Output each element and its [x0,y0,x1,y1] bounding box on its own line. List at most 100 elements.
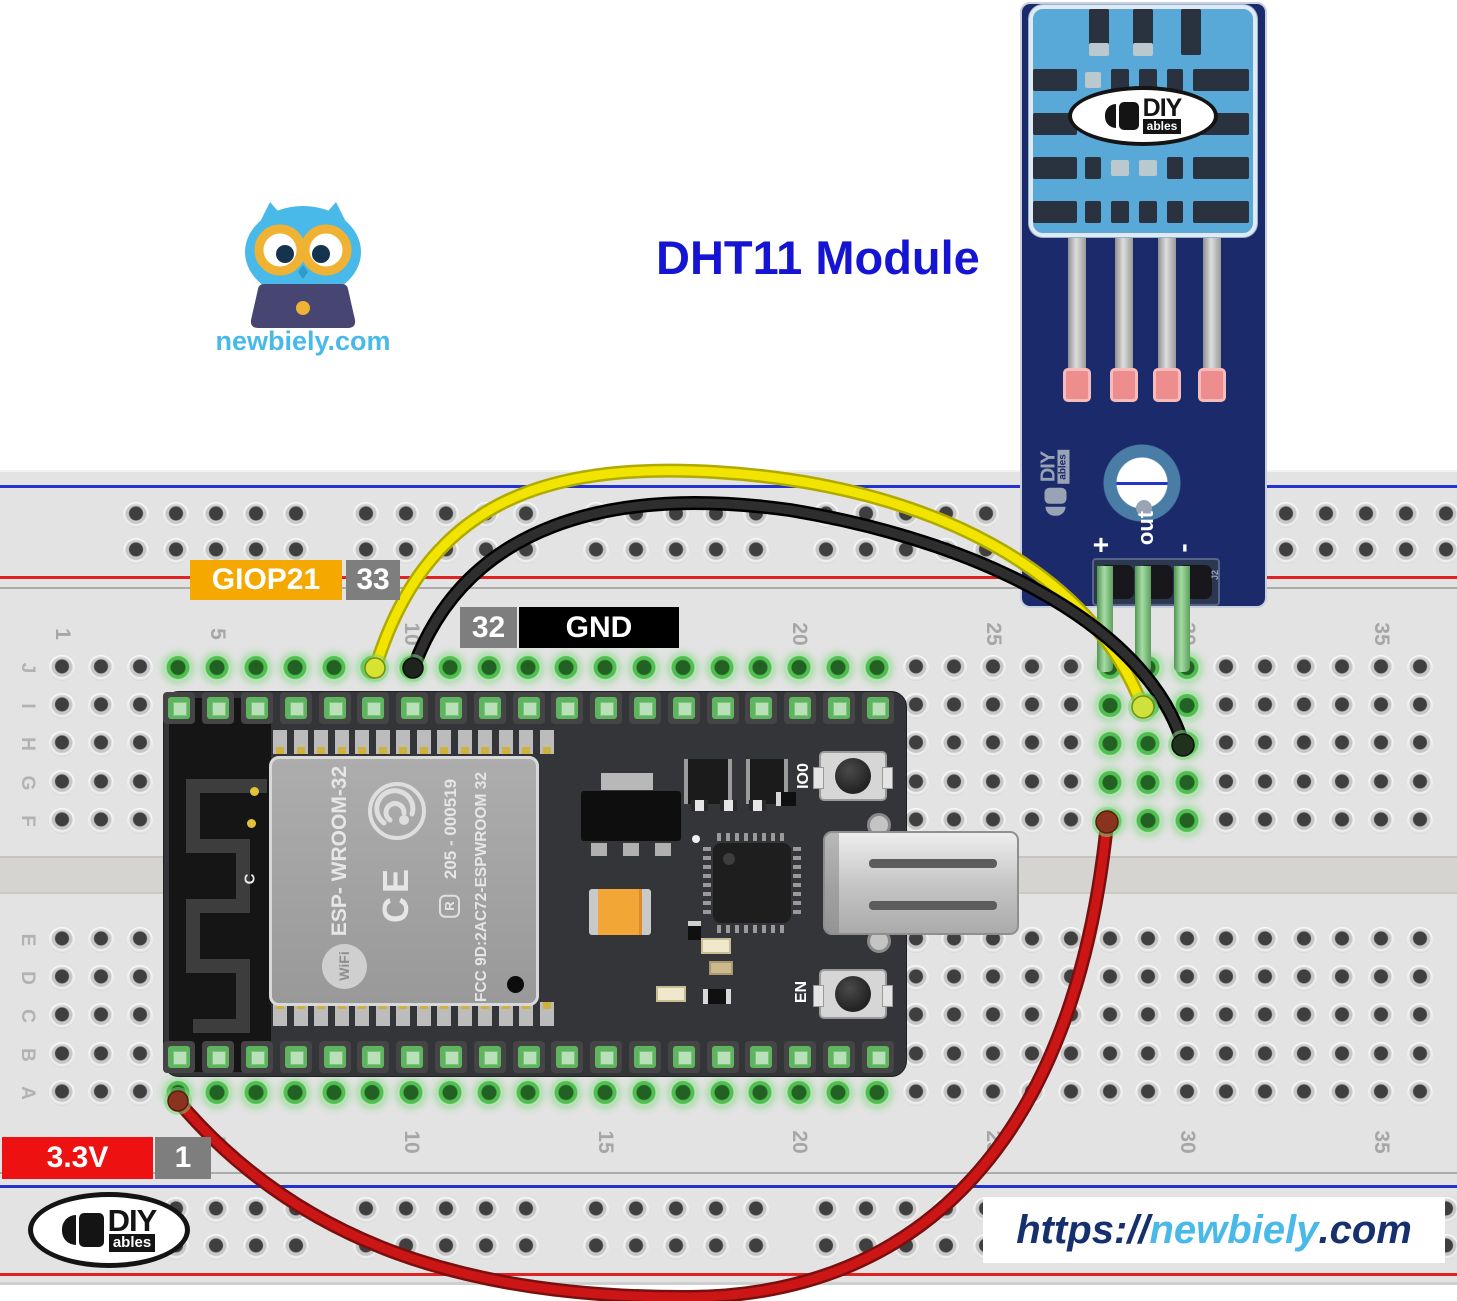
breadboard-hole [393,1234,419,1260]
breadboard-hole [902,1080,929,1106]
url-suffix: .com [1318,1207,1412,1252]
breadboard-hole [941,655,968,681]
esp32-header-pin [473,1041,506,1073]
breadboard-hole [980,770,1007,796]
shield-module-text: ESP- WROOM-32 [328,765,351,937]
breadboard-hole [1407,655,1433,681]
website-url[interactable]: https://newbiely.com [983,1197,1445,1263]
dht11-pin-out-label: out [1133,510,1158,546]
dht11-pin-minus-label: - [1167,543,1198,553]
esp32-header-pin [435,1041,467,1073]
breadboard-hole [203,538,229,564]
boot-button [813,751,893,801]
breadboard-hole [1251,1080,1278,1106]
bottom-rail-red-line [0,1273,1457,1276]
breadboard-hole [853,502,879,528]
breadboard-hole [623,538,649,564]
dht11-sensor-leg [1158,228,1176,374]
connected-hole [1135,693,1162,719]
label-gnd-pin: 32 [460,607,517,648]
breadboard-hole [853,538,879,564]
sensor-vent [1033,201,1077,223]
esp32-header-pin [784,1041,817,1073]
esp32-header-pin [163,1041,196,1073]
breadboard-hole [941,770,968,796]
breadboard-hole [1057,1042,1084,1068]
esp32-header-pin [629,1041,661,1073]
breadboard-hole [87,770,114,796]
espressif-logo [368,782,426,840]
diyables-sub: ables [1142,119,1182,134]
breadboard-hole [1407,1003,1433,1029]
breadboard-hole [49,965,75,991]
diyables-logo: DIY ables [1068,86,1218,146]
breadboard-hole [126,808,153,834]
breadboard-hole [1174,1080,1201,1106]
breadboard-hole [1329,770,1356,796]
connected-hole [475,655,502,681]
breadboard-hole [126,693,153,719]
breadboard-hole [743,1197,769,1223]
esp32-header-pin [667,692,700,724]
connected-hole [165,655,192,681]
breadboard-hole [513,1197,539,1223]
connected-hole [398,1080,425,1106]
breadboard-hole [663,502,689,528]
breadboard-label: 15 [594,1130,618,1154]
regulator-leg [655,843,671,856]
breadboard-hole [1251,731,1278,757]
breadboard-hole [1407,808,1433,834]
breadboard-label: 30 [1176,1130,1200,1154]
breadboard-hole [243,1197,269,1223]
breadboard-hole [813,538,839,564]
breadboard-hole [1057,1080,1084,1106]
breadboard-hole [1353,538,1379,564]
breadboard-hole [473,1234,499,1260]
breadboard-hole [87,965,114,991]
breadboard-hole [1019,1042,1045,1068]
shield-cert-number: 205 - 000519 [441,778,460,880]
breadboard-hole [1273,502,1299,528]
breadboard-hole [513,538,539,564]
breadboard-hole [1313,538,1339,564]
esp32-header-pin [241,1041,273,1073]
module-pad [539,730,554,754]
breadboard-hole [1213,770,1239,796]
transistor [684,759,732,804]
breadboard-hole [353,502,379,528]
label-gpio-name: GIOP21 [190,560,342,600]
breadboard-hole [980,731,1007,757]
sensor-vent [1167,69,1183,91]
dht11-sensor-leg [1115,228,1133,374]
regulator-leg [591,843,607,856]
dht11-leg-solder [1063,368,1091,402]
breadboard-hole [1407,1080,1433,1106]
breadboard-hole [893,502,919,528]
label-gpio-pin: 33 [346,560,400,600]
capacitor [589,889,651,935]
connected-hole [437,1080,463,1106]
sensor-vent [1111,160,1129,176]
breadboard-hole [1313,502,1339,528]
breadboard-hole [1019,655,1045,681]
diyables-word: DIY [107,1202,158,1238]
dht11-leg-solder [1153,368,1181,402]
breadboard-hole [743,538,769,564]
shield-fcc-text: FCC 9D:2AC72-ESPWROOM 32 [473,772,490,1002]
breadboard-hole [283,538,309,564]
breadboard-hole [743,502,769,528]
module-pad [396,730,410,754]
breadboard-hole [1019,731,1045,757]
esp32-header-pin [861,1041,894,1073]
module-pad [416,730,431,754]
breadboard-hole [1290,927,1317,953]
breadboard-hole [433,1197,459,1223]
breadboard-hole [1290,965,1317,991]
breadboard-hole [126,1042,153,1068]
breadboard-hole [126,731,153,757]
diyables-word: DIY [1142,94,1183,123]
breadboard-hole [1329,655,1356,681]
breadboard-label: F [17,815,38,827]
module-pad [437,730,451,754]
breadboard-hole [583,502,609,528]
